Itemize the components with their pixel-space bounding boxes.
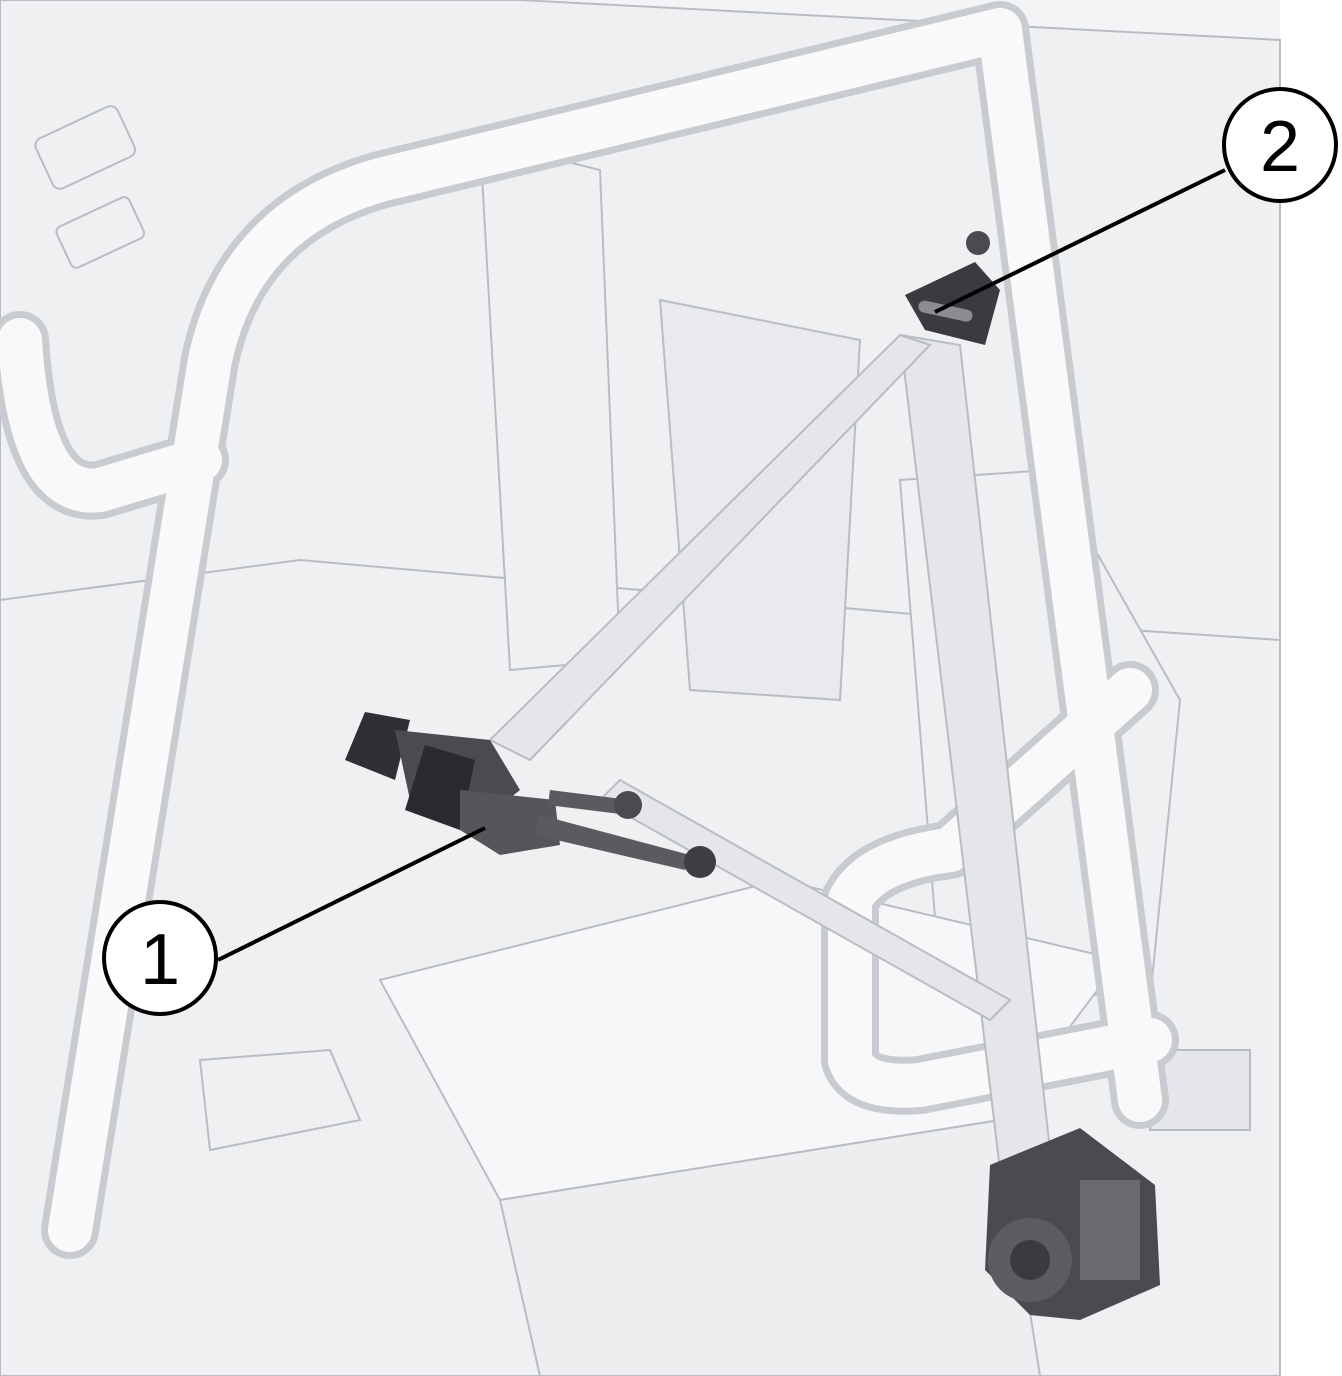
leader-lines <box>217 168 1226 962</box>
callout-1-label: 1 <box>140 920 180 1000</box>
seat-belt-buckle <box>345 712 716 878</box>
callout-1: 1 <box>102 900 218 1016</box>
callout-2-label: 2 <box>1260 107 1300 187</box>
lower-retractor <box>985 1128 1160 1320</box>
belt-webbing <box>488 333 1052 1172</box>
callout-2: 2 <box>1222 87 1338 203</box>
